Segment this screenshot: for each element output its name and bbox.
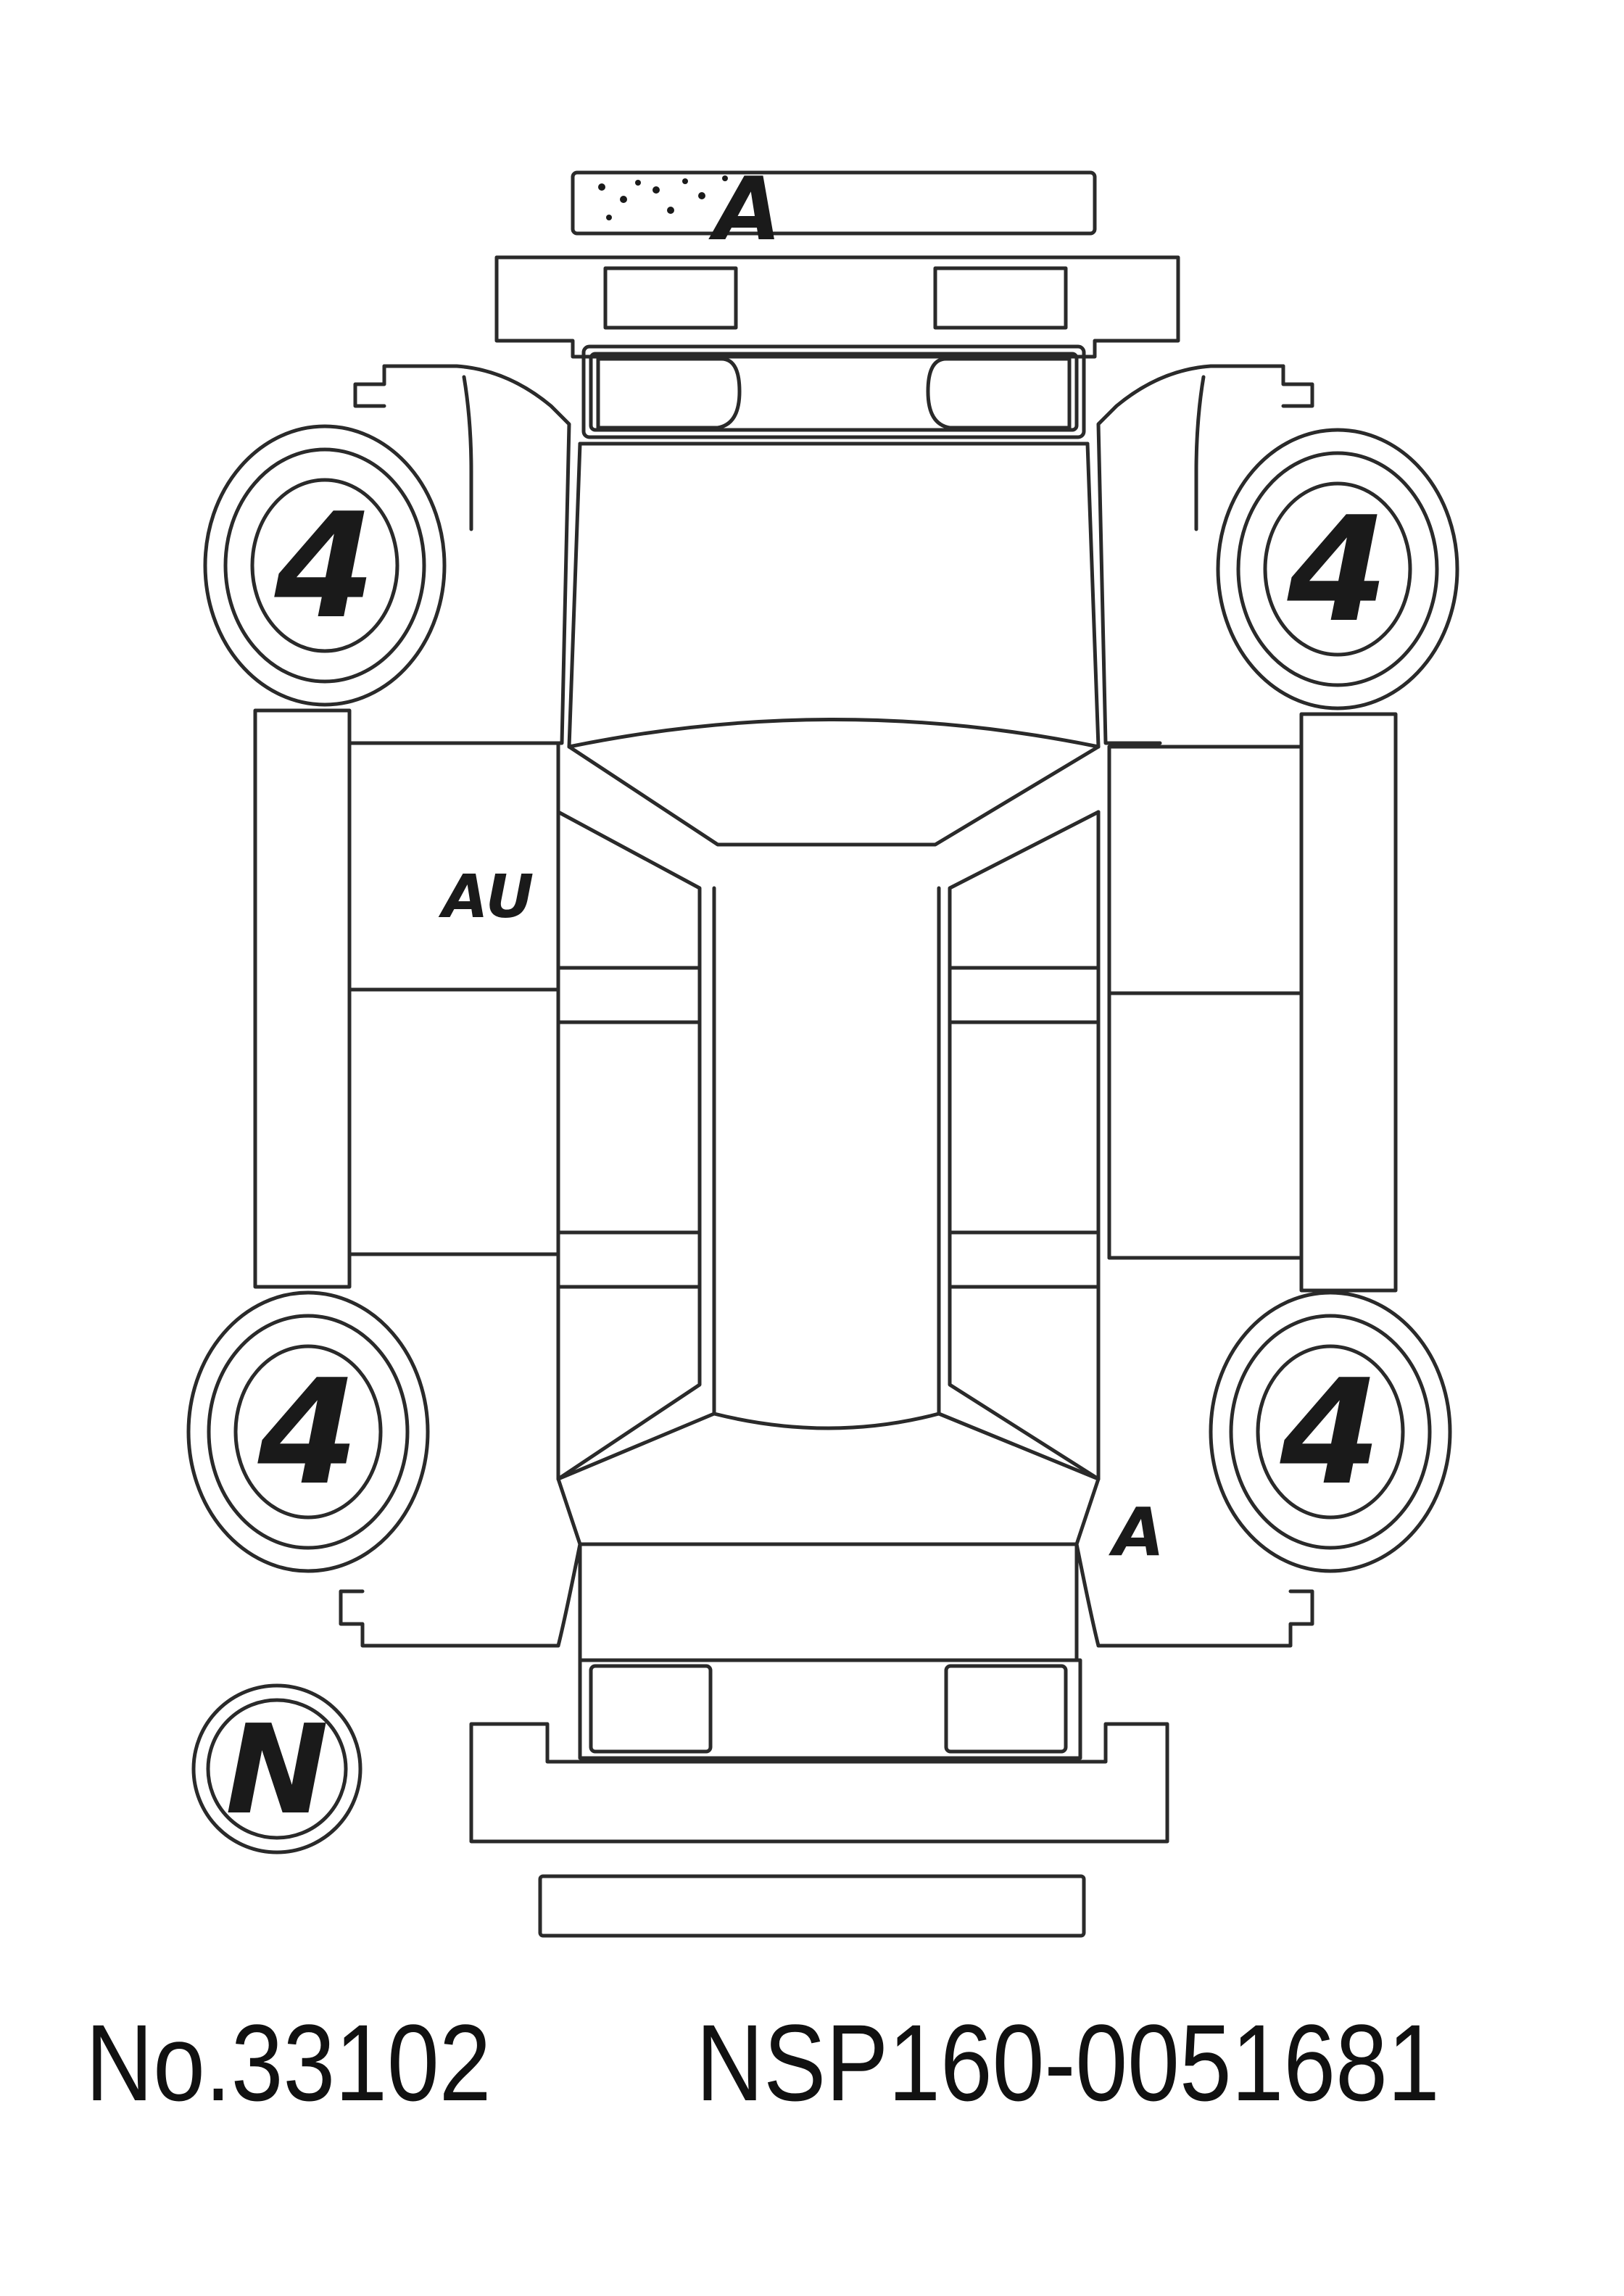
cabin (556, 745, 1101, 1481)
chassis-number: NSP160-0051681 (696, 2002, 1440, 2123)
hood (567, 344, 1101, 749)
mark-front-bumper: A (708, 159, 782, 260)
mark-left-side: AU (438, 863, 534, 932)
rear-quarters (339, 1477, 1314, 1648)
mark-tire-rear-left: 4 (257, 1348, 358, 1517)
front-grille (494, 255, 1180, 359)
circled-mark: N (191, 1683, 362, 1854)
right-side-panels (1107, 712, 1398, 1293)
rear-bumper (469, 1722, 1169, 1938)
front-bumper (571, 170, 1097, 236)
left-side-panels (253, 708, 560, 1289)
tire-rear-right (1209, 1290, 1452, 1573)
tire-front-left (203, 424, 447, 707)
tailgate (578, 1542, 1082, 1760)
front-left-fender (353, 364, 571, 745)
mark-tire-front-left: 4 (273, 482, 375, 651)
mark-tire-front-right: 4 (1286, 486, 1388, 655)
mark-right-rear: A (1109, 1493, 1164, 1571)
mark-circled-letter: N (225, 1699, 328, 1842)
lot-number: No.33102 (86, 2002, 492, 2123)
tire-rear-left (186, 1290, 430, 1573)
tire-front-right (1216, 428, 1459, 710)
mark-tire-rear-right: 4 (1279, 1348, 1380, 1517)
front-right-fender (1096, 364, 1314, 745)
bumper-damage-dots (598, 175, 728, 220)
